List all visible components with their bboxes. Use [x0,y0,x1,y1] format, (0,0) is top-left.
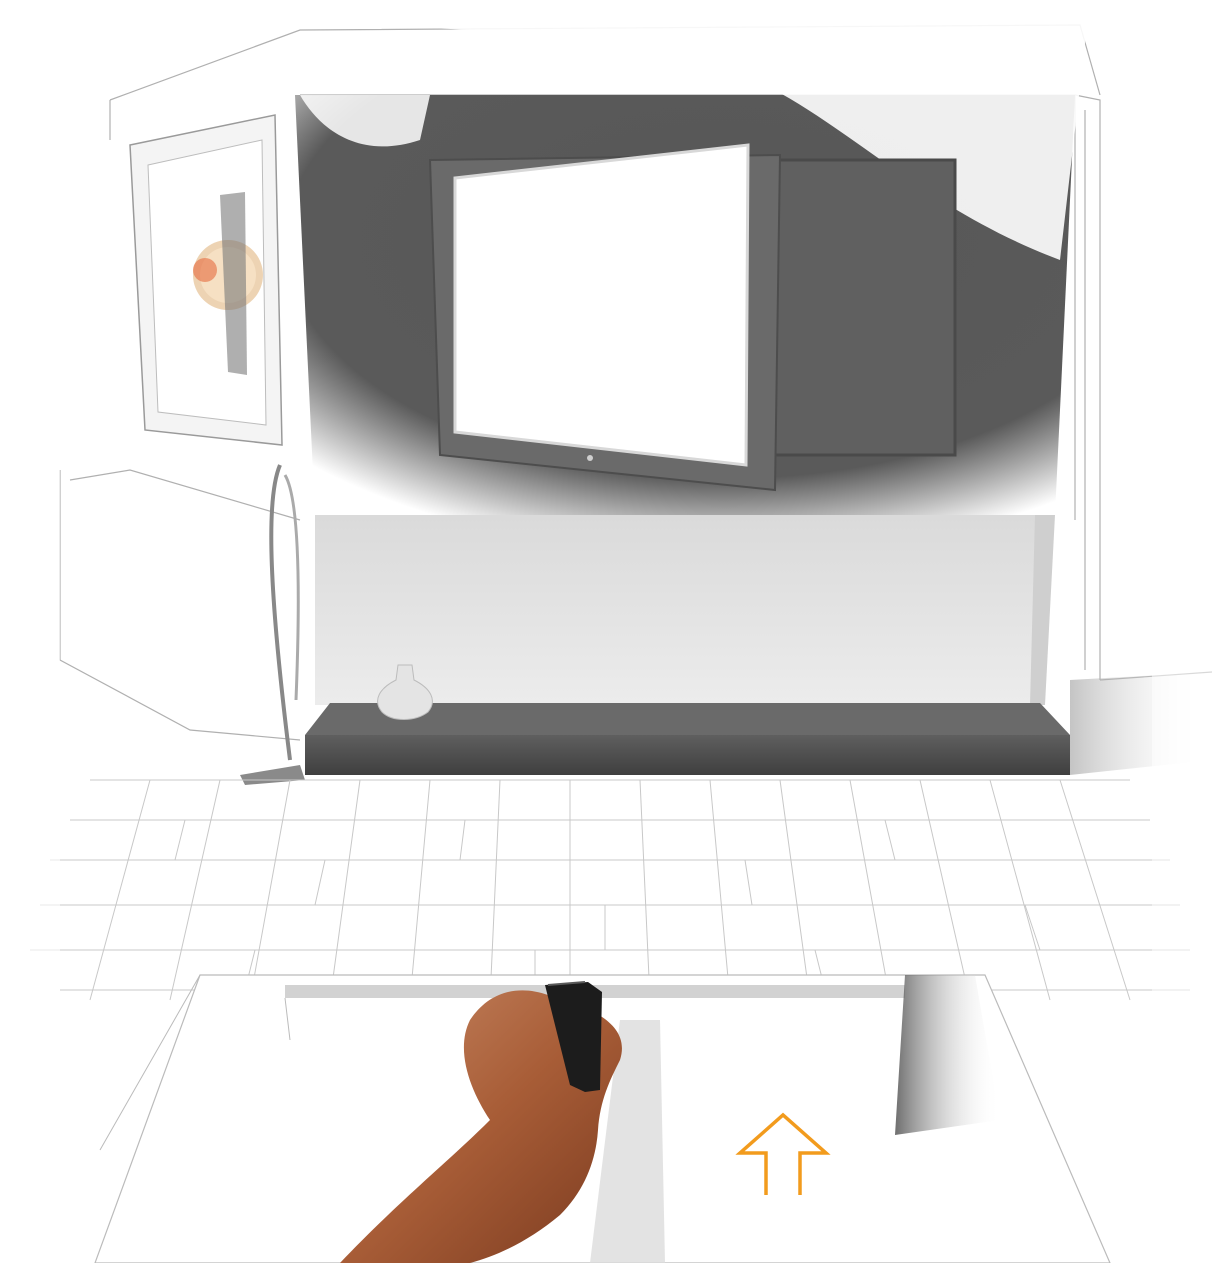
wall-mounted-screen [430,145,780,490]
side-cabinet-panel [775,160,955,455]
wood-plank-floor [30,780,1190,1000]
framed-artwork [130,115,282,445]
lower-wall [315,515,1035,705]
